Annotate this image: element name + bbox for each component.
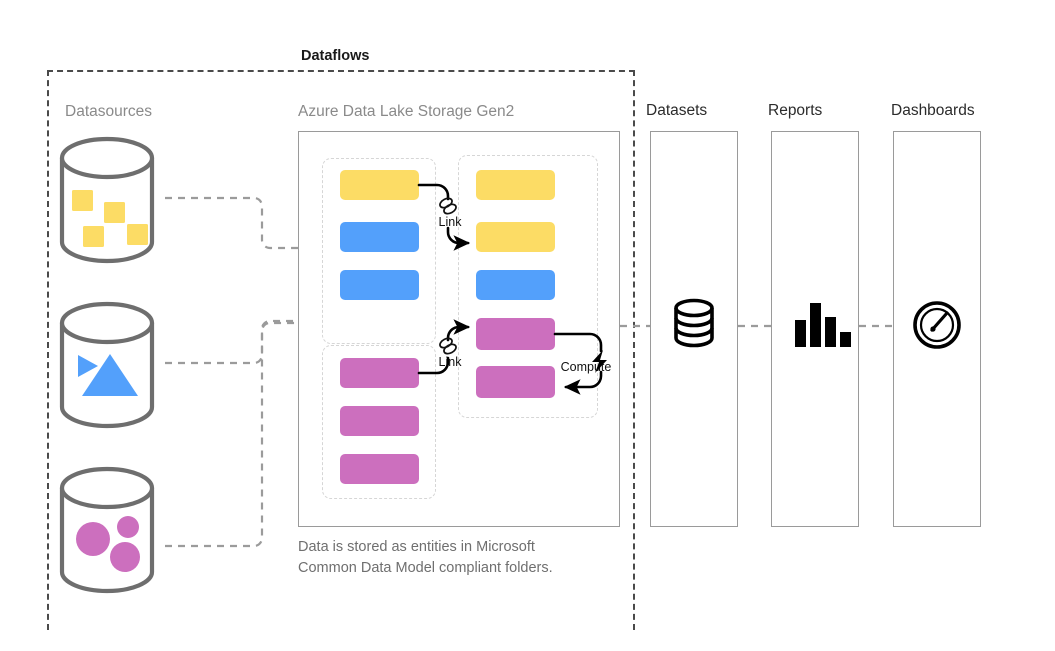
entity-block[interactable] xyxy=(340,358,419,388)
folder-bottom-left xyxy=(322,345,436,499)
column-label-datasources: Datasources xyxy=(65,103,153,120)
folder-top-left xyxy=(322,158,436,344)
entity-block[interactable] xyxy=(340,170,419,200)
column-label-datasets: Datasets xyxy=(646,102,708,119)
dashboards-container xyxy=(893,131,981,527)
folder-right xyxy=(458,155,598,418)
entity-block[interactable] xyxy=(476,270,555,300)
entity-block[interactable] xyxy=(476,222,555,252)
link-lower-label: Link xyxy=(438,355,462,369)
compute-label: Compute xyxy=(560,360,612,374)
column-label-dashboards: Dashboards xyxy=(891,102,975,119)
entity-block[interactable] xyxy=(340,222,419,252)
entity-block[interactable] xyxy=(340,406,419,436)
column-label-reports: Reports xyxy=(768,102,823,119)
entity-block[interactable] xyxy=(476,318,555,350)
datasets-container xyxy=(650,131,738,527)
link-upper-label: Link xyxy=(438,215,462,229)
entity-block[interactable] xyxy=(340,454,419,484)
dataflows-boundary xyxy=(47,70,635,630)
entity-block[interactable] xyxy=(476,366,555,398)
entity-block[interactable] xyxy=(476,170,555,200)
adls-caption: Data is stored as entities in Microsoft … xyxy=(298,539,553,576)
dataflows-title: Dataflows xyxy=(301,48,370,64)
reports-container xyxy=(771,131,859,527)
column-label-adls: Azure Data Lake Storage Gen2 xyxy=(298,103,515,120)
entity-block[interactable] xyxy=(340,270,419,300)
